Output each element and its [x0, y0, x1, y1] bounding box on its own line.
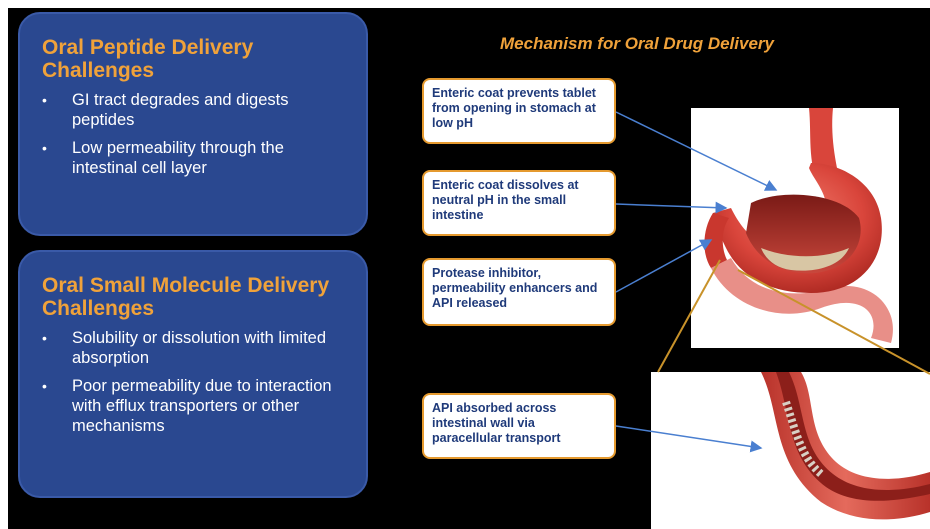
slide: Oral Peptide Delivery Challenges • GI tra…: [8, 8, 930, 529]
mechanism-title: Mechanism for Oral Drug Delivery: [500, 34, 774, 53]
intestine-icon: [761, 372, 930, 520]
list-item: • Low permeability through the intestinal…: [42, 138, 348, 178]
list-item: • Solubility or dissolution with limited …: [42, 328, 348, 368]
zoom-line-right: [737, 269, 930, 375]
bullet-icon: •: [42, 140, 47, 156]
intestine-cross-section: [651, 372, 930, 529]
list-item-text: GI tract degrades and digests peptides: [72, 91, 289, 129]
small-molecule-challenges-panel: Oral Small Molecule Delivery Challenges …: [18, 250, 368, 498]
stomach-illustration: [691, 108, 899, 348]
list-item: • Poor permeability due to interaction wi…: [42, 376, 348, 436]
step-callout-enteric-coat-dissolves: Enteric coat dissolves at neutral pH in …: [422, 170, 616, 236]
list-item-text: Low permeability through the intestinal …: [72, 139, 284, 177]
list-item: • GI tract degrades and digests peptides: [42, 90, 348, 130]
step-callout-api-absorbed: API absorbed across intestinal wall via …: [422, 393, 616, 459]
list-item-text: Solubility or dissolution with limited a…: [72, 329, 327, 367]
arrow-step-1: [615, 111, 778, 191]
peptide-challenges-list: •GI tract degrades and digests peptides …: [42, 90, 348, 178]
small-molecule-challenges-title: Oral Small Molecule Delivery Challenges: [42, 274, 330, 320]
small-molecule-challenges-list: • Solubility or dissolution with limited …: [42, 328, 348, 436]
bullet-icon: •: [42, 330, 47, 346]
step-callout-api-released: Protease inhibitor, permeability enhance…: [422, 258, 616, 326]
bullet-icon: •: [42, 378, 47, 394]
stomach-icon: [704, 108, 893, 343]
peptide-challenges-panel: Oral Peptide Delivery Challenges • GI tra…: [18, 12, 368, 236]
step-callout-enteric-coat-prevents: Enteric coat prevents tablet from openin…: [422, 78, 616, 144]
list-item-text: Poor permeability due to interaction wit…: [72, 377, 332, 435]
arrow-step-2: [615, 201, 728, 214]
arrow-step-3: [615, 239, 713, 293]
bullet-icon: •: [42, 92, 47, 108]
arrow-step-4: [615, 425, 763, 453]
zoom-line-left: [657, 259, 721, 373]
peptide-challenges-title: Oral Peptide Delivery Challenges: [42, 36, 254, 82]
connector-arrows: [615, 111, 930, 453]
